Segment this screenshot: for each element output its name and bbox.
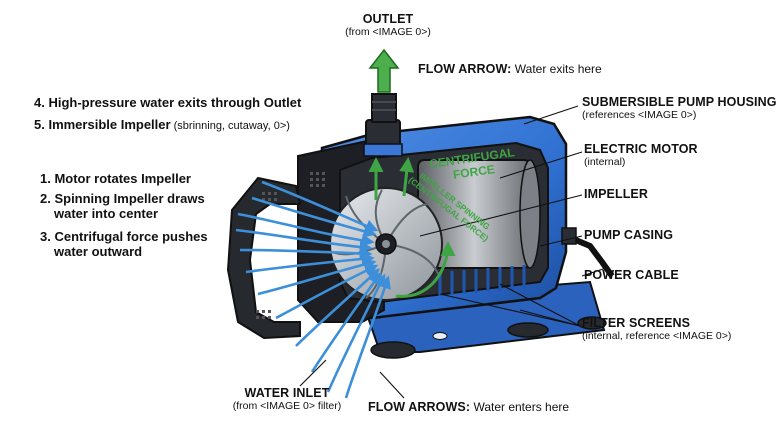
callout-power-cable: POWER CABLE <box>584 268 679 282</box>
callout-pump-housing: SUBMERSIBLE PUMP HOUSING (references <IM… <box>582 95 777 122</box>
impeller-wheel <box>329 187 443 301</box>
outlet-label: OUTLET (from <IMAGE 0>) <box>345 12 431 39</box>
step-2: 2. Spinning Impeller draws water into ce… <box>40 191 205 221</box>
outlet-nozzle <box>363 93 403 157</box>
step-5: 5. Immersible Impeller (sbrinning, cutaw… <box>34 117 290 132</box>
filter-screens <box>438 265 526 296</box>
flow-arrows-enter-label: FLOW ARROWS: Water enters here <box>368 400 570 414</box>
motor-cylinder <box>417 159 541 269</box>
inflow-arrows <box>235 180 391 399</box>
filter-cover <box>226 176 302 340</box>
water-inlet-label: WATER INLET (from <IMAGE 0> filter) <box>232 386 342 413</box>
callout-electric-motor: ELECTRIC MOTOR (internal) <box>584 142 698 169</box>
step-3: 3. Centrifugal force pushes water outwar… <box>40 229 208 259</box>
step-1: 1. Motor rotates Impeller <box>40 171 191 186</box>
step-4: 4. High-pressure water exits through Out… <box>34 95 302 110</box>
flow-arrow-exit-label: FLOW ARROW: Water exits here <box>418 62 602 76</box>
callout-impeller: IMPELLER <box>584 187 648 201</box>
centrifugal-force-arrows <box>368 157 456 298</box>
callout-filter-screens: FILTER SCREENS (internal, reference <IMA… <box>582 316 732 343</box>
callout-pump-casing: PUMP CASING <box>584 228 674 242</box>
leader-lines <box>299 105 607 399</box>
exit-arrow <box>368 48 400 93</box>
